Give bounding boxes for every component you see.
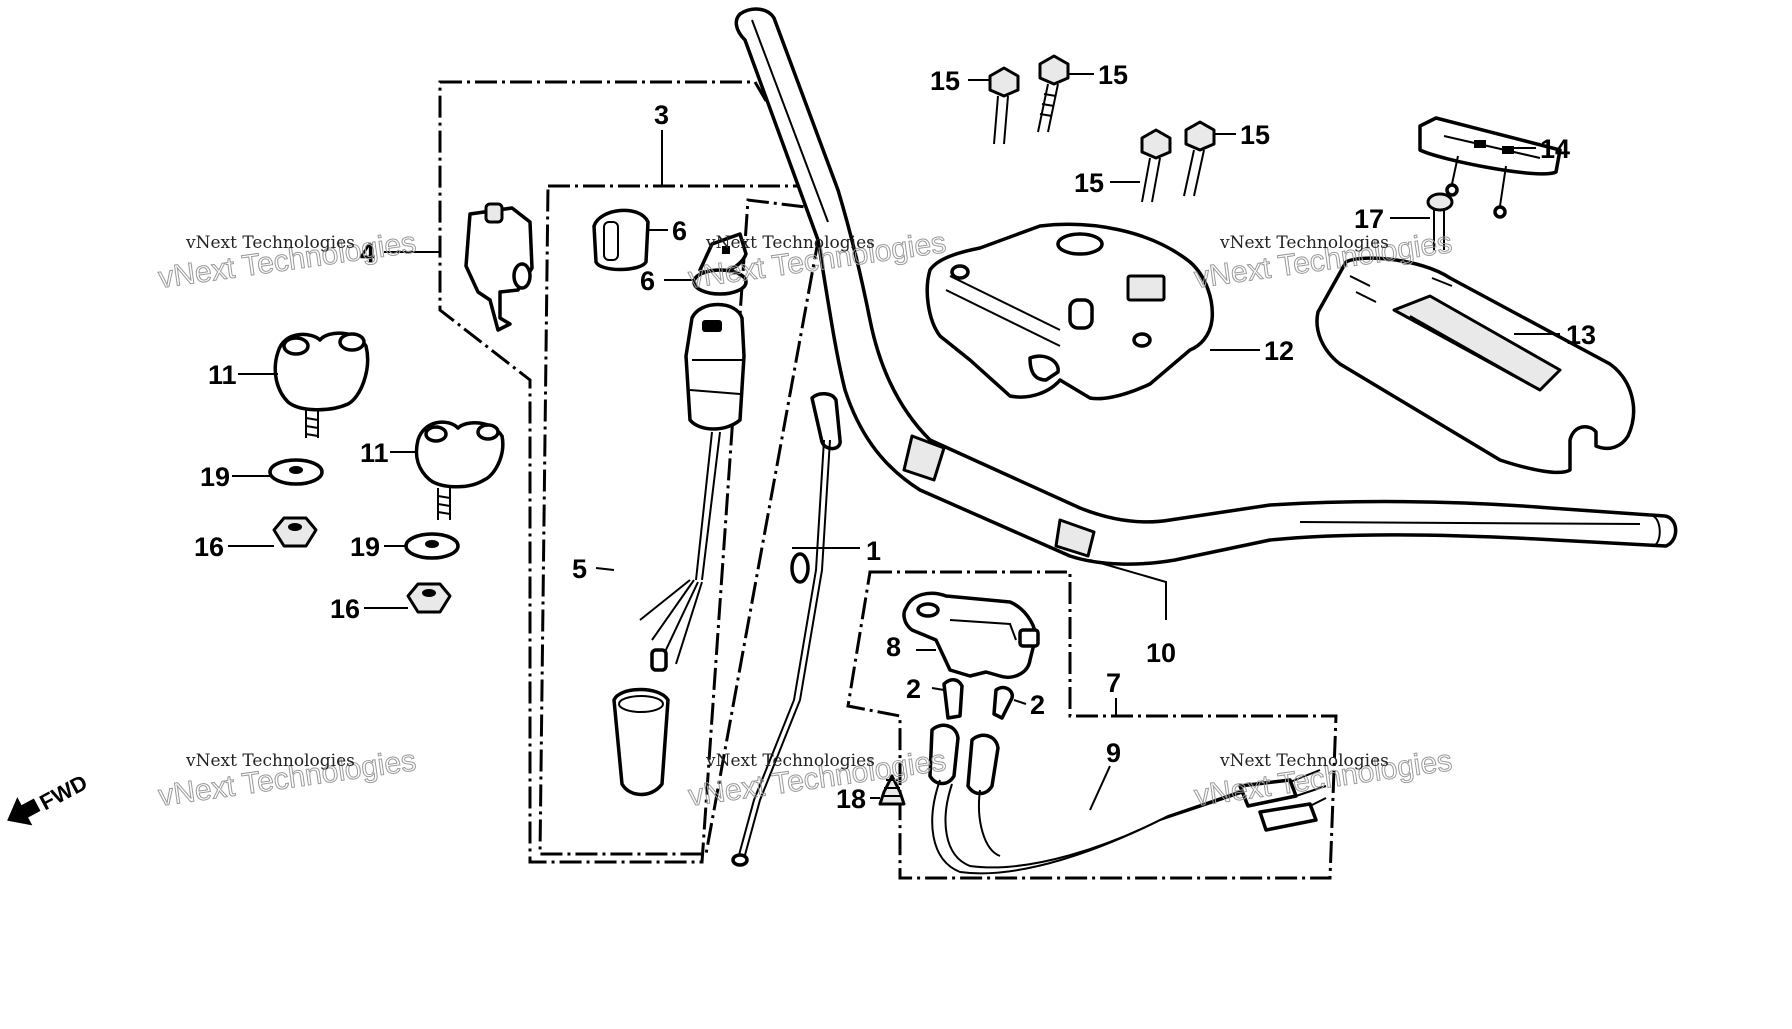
washer-b[interactable] [404,532,460,560]
ignition-bracket[interactable] [464,202,534,332]
clamp-plate[interactable] [1418,116,1562,219]
bolt-15c[interactable] [1140,128,1172,203]
callout-9: 9 [1106,738,1121,768]
callout-8: 8 [886,632,901,662]
watermark-name: vNext Technologies [705,751,875,771]
callout-13: 13 [1566,320,1596,350]
key[interactable] [692,232,748,296]
clip-18[interactable] [878,774,906,806]
watermark-name: vNext Technologies [705,233,875,253]
assembly-boundary-wiring [846,570,1338,880]
callout-12: 12 [1264,336,1294,366]
callout-labels: 1 2 2 3 4 5 6 6 7 8 9 10 11 11 12 13 14 … [194,60,1596,814]
arrow-left-icon [7,797,41,826]
callout-6: 6 [672,216,687,246]
callout-2: 2 [906,674,921,704]
terminal-2b[interactable] [992,685,1014,720]
leader-lines [228,73,1560,811]
callout-19: 19 [200,462,230,492]
callout-6: 6 [640,266,655,296]
callout-7: 7 [1106,668,1121,698]
nut-a[interactable] [272,516,318,548]
watermark-name: vNext Technologies [1219,233,1389,253]
terminal-2a[interactable] [942,678,964,720]
callout-15: 15 [1074,168,1104,198]
switch-housing[interactable] [925,222,1215,401]
callout-15: 15 [1098,60,1128,90]
watermark-name: vNext Technologies [1219,751,1389,771]
forward-direction-indicator: FWD [7,770,92,826]
callout-16: 16 [330,594,360,624]
watermark-name: vNext Technologies [185,751,355,771]
callout-14: 14 [1540,134,1570,164]
callout-3: 3 [654,100,669,130]
bolt-15a[interactable] [988,66,1020,145]
upper-holder-a[interactable] [273,331,370,438]
callout-15: 15 [1240,120,1270,150]
washer-a[interactable] [268,458,324,486]
assembly-boundary-ignition [538,184,822,856]
nut-b[interactable] [406,582,452,614]
callout-11: 11 [360,438,389,468]
callout-15: 15 [930,66,960,96]
watermark-name: vNext Technologies [185,233,355,253]
screw-17[interactable] [1426,192,1454,250]
handlebar-cover[interactable] [1315,256,1636,475]
relay-switch[interactable] [902,591,1040,679]
bolt-15b[interactable] [1037,54,1070,133]
fwd-label: FWD [36,770,92,816]
callout-11: 11 [208,360,237,390]
key-cap[interactable] [592,208,650,272]
upper-holder-b[interactable] [414,420,505,520]
callout-4: 4 [360,238,375,268]
callout-5: 5 [572,554,587,584]
bolt-15d[interactable] [1183,120,1216,197]
wire-harness[interactable] [928,723,1327,875]
callout-18: 18 [836,784,866,814]
ignition-switch[interactable] [612,302,746,797]
throttle-cable[interactable] [731,392,842,867]
callout-17: 17 [1354,204,1384,234]
callout-19: 19 [350,532,380,562]
callout-10: 10 [1146,638,1176,668]
callout-16: 16 [194,532,224,562]
handlebar[interactable] [734,7,1678,566]
callout-2: 2 [1030,690,1045,720]
callout-1: 1 [866,536,881,566]
